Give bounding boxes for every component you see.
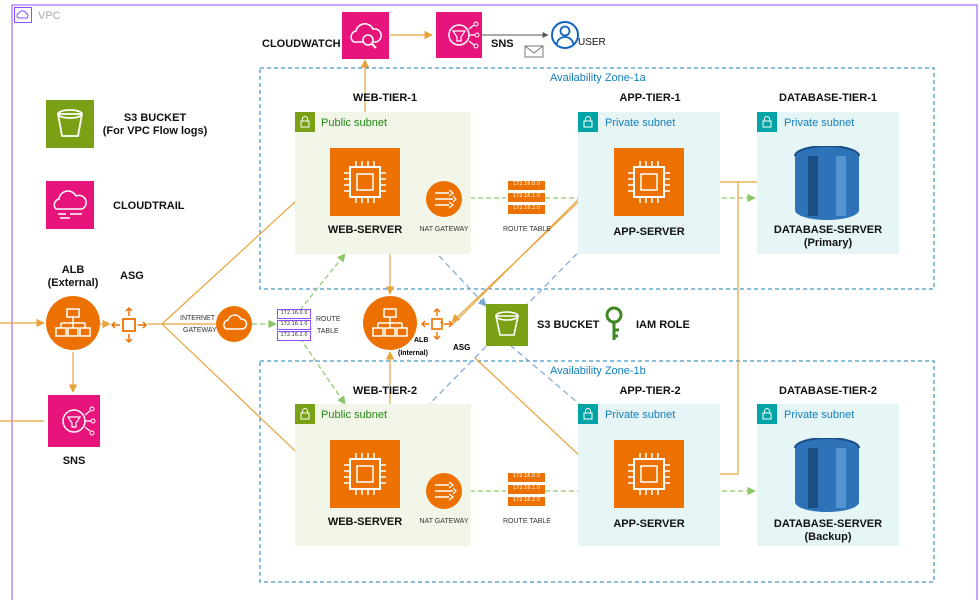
s3-flow-label: S3 BUCKET — [123, 112, 187, 124]
alb-internal-label: ALB — [414, 337, 429, 344]
load-balancer-icon[interactable] — [46, 296, 100, 350]
sns-left-label: SNS — [62, 455, 86, 467]
az-1a-label: Availability Zone-1a — [550, 72, 646, 84]
tier-label-web-2: WEB-TIER-2 — [352, 385, 418, 397]
s3-bucket-icon[interactable] — [46, 100, 94, 148]
cloudwatch-icon[interactable] — [342, 12, 389, 59]
vpc-cloud-icon — [14, 7, 32, 23]
nat-gateway-label: NAT GATEWAY — [419, 226, 469, 233]
az-1b-border — [259, 360, 935, 583]
tier-label-web-1: WEB-TIER-1 — [352, 92, 418, 104]
route-entry: 172.16.1.0 — [277, 320, 311, 330]
alb-internal-sublabel: (Internal) — [398, 350, 428, 357]
table-label: TABLE — [317, 328, 339, 335]
ec2-icon[interactable] — [614, 148, 684, 216]
ec2-icon[interactable] — [330, 440, 400, 508]
route-table-label: ROUTE TABLE — [503, 226, 551, 233]
auto-scaling-icon[interactable] — [110, 306, 148, 344]
route-entry: 172.16.0.0 — [277, 309, 311, 319]
az-1a-border — [259, 67, 935, 290]
asg-label: ASG — [120, 270, 144, 282]
database-icon[interactable] — [793, 145, 861, 220]
ec2-icon[interactable] — [330, 148, 400, 216]
route-label: ROUTE — [316, 316, 341, 323]
key-icon[interactable] — [602, 306, 626, 344]
vpc-label: VPC — [38, 10, 61, 22]
route-entry: 172.16.1.0 — [508, 193, 545, 202]
private-subnet-label: Private subnet — [605, 409, 676, 421]
route-table-icon[interactable]: 172.16.0.0 172.16.1.0 172.16.2.0 — [277, 309, 311, 341]
tier-label-db-2: DATABASE-TIER-2 — [779, 385, 877, 397]
lock-icon — [578, 112, 598, 132]
user-label: USER — [578, 37, 606, 48]
private-subnet-label: Private subnet — [605, 117, 676, 129]
cloudtrail-label: CLOUDTRAIL — [113, 200, 185, 212]
lock-icon — [578, 404, 598, 424]
app-server-label: APP-SERVER — [613, 518, 685, 530]
s3-bucket-icon[interactable] — [486, 304, 528, 346]
db-backup-sublabel: (Backup) — [804, 531, 852, 543]
public-subnet-label: Public subnet — [321, 409, 388, 421]
nat-gateway-icon[interactable] — [426, 181, 462, 217]
lock-icon — [295, 112, 315, 132]
route-table-icon[interactable]: 172.16.0.0 172.16.1.0 172.16.2.0 — [508, 473, 545, 507]
internet-gateway-label: INTERNET — [180, 315, 215, 322]
route-entry: 172.16.2.0 — [277, 331, 311, 341]
app-server-label: APP-SERVER — [613, 226, 685, 238]
alb-external-sublabel: (External) — [47, 277, 99, 289]
route-entry: 172.16.0.0 — [508, 181, 545, 190]
s3-flow-sublabel: (For VPC Flow logs) — [102, 125, 208, 137]
web-server-label: WEB-SERVER — [327, 224, 403, 236]
route-entry: 172.16.2.0 — [508, 497, 545, 506]
route-table-label: ROUTE TABLE — [503, 518, 551, 525]
user-icon[interactable] — [550, 20, 580, 50]
asg-internal-label: ASG — [453, 343, 471, 352]
az-1b-label: Availability Zone-1b — [550, 365, 646, 377]
s3-bucket-label: S3 BUCKET — [537, 319, 600, 331]
cloudwatch-label: CLOUDWATCH — [262, 38, 341, 50]
internet-gateway-icon[interactable] — [216, 306, 252, 342]
cloudtrail-icon[interactable] — [46, 181, 94, 229]
db-primary-sublabel: (Primary) — [803, 237, 853, 249]
ec2-icon[interactable] — [614, 440, 684, 508]
load-balancer-icon[interactable] — [363, 296, 417, 350]
tier-label-db-1: DATABASE-TIER-1 — [779, 92, 877, 104]
db-primary-label: DATABASE-SERVER — [773, 224, 883, 236]
nat-gateway-label: NAT GATEWAY — [419, 518, 469, 525]
route-entry: 172.16.2.0 — [508, 205, 545, 214]
lock-icon — [295, 404, 315, 424]
lock-icon — [757, 112, 777, 132]
alb-external-label: ALB — [61, 264, 85, 276]
sns-top-label: SNS — [491, 38, 514, 50]
tier-label-app-2: APP-TIER-2 — [619, 385, 681, 397]
route-table-icon[interactable]: 172.16.0.0 172.16.1.0 172.16.2.0 — [508, 181, 545, 215]
database-icon[interactable] — [793, 437, 861, 512]
private-subnet-label: Private subnet — [784, 409, 855, 421]
public-subnet-label: Public subnet — [321, 117, 388, 129]
lock-icon — [757, 404, 777, 424]
nat-gateway-icon[interactable] — [426, 473, 462, 509]
db-backup-label: DATABASE-SERVER — [773, 518, 883, 530]
tier-label-app-1: APP-TIER-1 — [619, 92, 681, 104]
sns-icon[interactable] — [436, 12, 482, 58]
gateway-label: GATEWAY — [183, 327, 217, 334]
route-entry: 172.16.1.0 — [508, 485, 545, 494]
route-entry: 172.16.0.0 — [508, 473, 545, 482]
auto-scaling-icon[interactable] — [420, 307, 454, 341]
vpc-border — [11, 4, 978, 600]
private-subnet-label: Private subnet — [784, 117, 855, 129]
email-icon — [524, 45, 544, 58]
sns-icon[interactable] — [48, 395, 100, 447]
iam-role-label: IAM ROLE — [636, 319, 690, 331]
web-server-label: WEB-SERVER — [327, 516, 403, 528]
